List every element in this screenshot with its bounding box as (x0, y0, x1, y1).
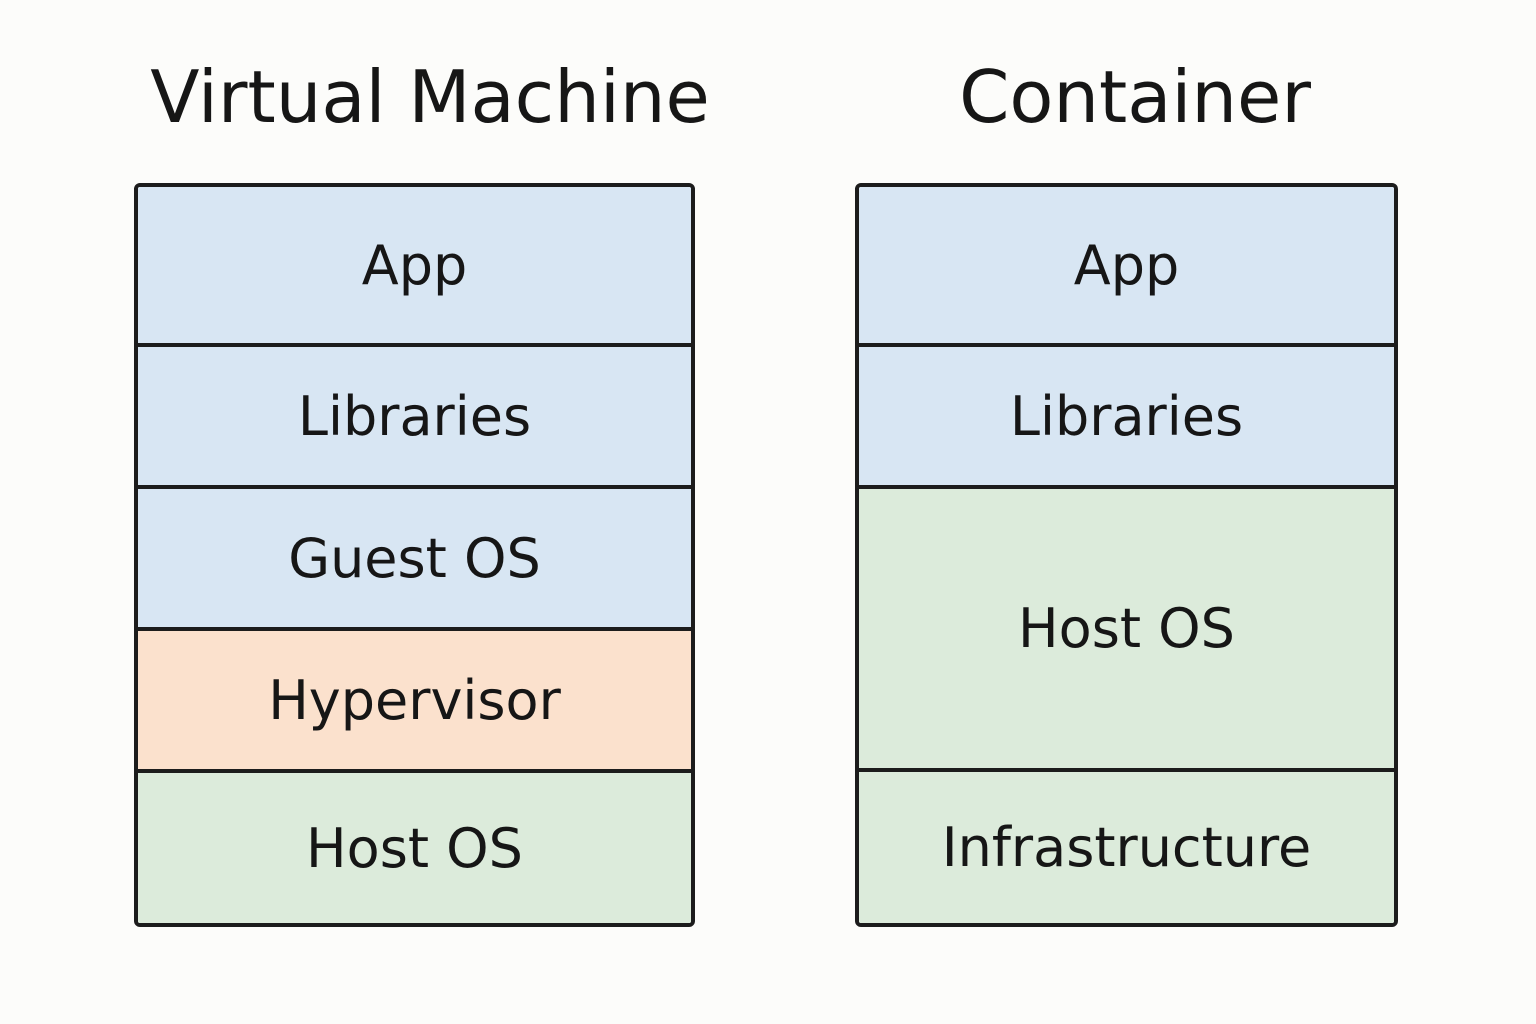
vm-title: Virtual Machine (150, 55, 710, 139)
container-layer-libraries: Libraries (859, 343, 1394, 485)
container-layer-libraries-label: Libraries (1009, 384, 1244, 448)
vm-layer-host-os-label: Host OS (306, 816, 523, 880)
container-layer-app-label: App (1073, 233, 1180, 297)
vm-layer-host-os: Host OS (138, 769, 691, 923)
vm-stack: App Libraries Guest OS Hypervisor Host O… (134, 183, 695, 927)
vm-layer-app: App (138, 187, 691, 343)
vm-layer-libraries: Libraries (138, 343, 691, 485)
vm-layer-guest-os: Guest OS (138, 485, 691, 627)
vm-layer-guest-os-label: Guest OS (288, 526, 541, 590)
container-layer-infrastructure: Infrastructure (859, 768, 1394, 923)
container-layer-host-os-label: Host OS (1018, 597, 1235, 660)
container-stack: App Libraries Host OS Infrastructure (855, 183, 1398, 927)
container-layer-app: App (859, 187, 1394, 343)
vm-layer-hypervisor: Hypervisor (138, 627, 691, 769)
vm-layer-app-label: App (361, 233, 468, 297)
container-layer-host-os: Host OS (859, 485, 1394, 768)
vm-layer-libraries-label: Libraries (297, 384, 532, 448)
container-title: Container (959, 55, 1311, 139)
vm-layer-hypervisor-label: Hypervisor (268, 668, 561, 732)
container-layer-infrastructure-label: Infrastructure (941, 816, 1312, 879)
